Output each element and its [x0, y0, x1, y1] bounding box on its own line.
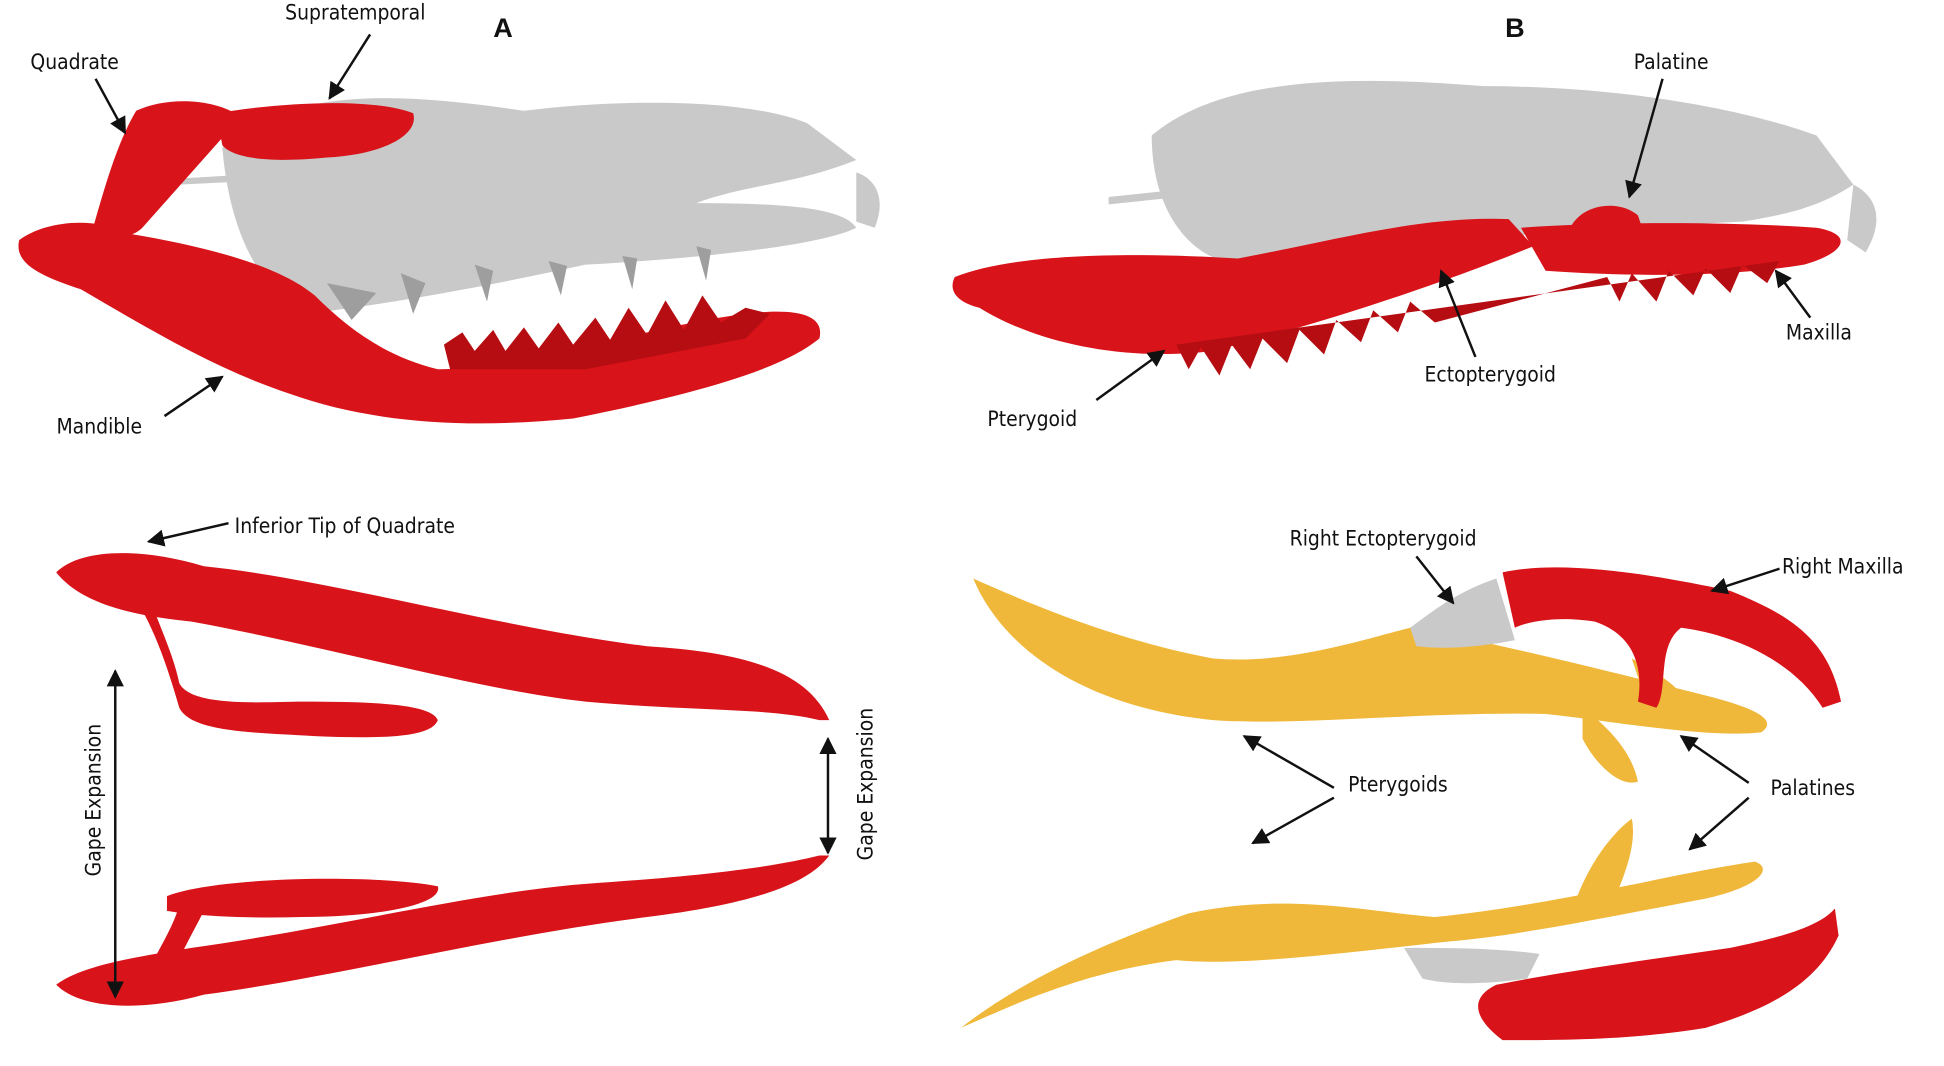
panel-a-lateral-skull: [18, 98, 880, 424]
palatine-bone: [1570, 205, 1645, 241]
label-palatine: Palatine: [1634, 50, 1709, 74]
supratemporal-bone: [216, 103, 414, 160]
arrow-quadrate: [94, 78, 127, 135]
arrow-mandible: [163, 375, 224, 418]
maxilla-bone: [1521, 223, 1841, 275]
label-ectopterygoid: Ectopterygoid: [1424, 363, 1555, 387]
arrow-ectopterygoid: [1438, 269, 1477, 358]
arrow-supratemporal: [328, 33, 372, 100]
label-right-maxilla: Right Maxilla: [1782, 555, 1904, 579]
arrow-pterygoids-upper: [1242, 735, 1335, 789]
annotations: Supratemporal Quadrate Mandible Palatine…: [30, 1, 1904, 999]
quadrate-bone: [93, 101, 241, 237]
label-gape-expansion-left: Gape Expansion: [81, 724, 105, 876]
mandible-bone: [18, 222, 821, 424]
arrow-right-ectopterygoid: [1415, 555, 1455, 605]
arrow-maxilla: [1774, 269, 1812, 319]
label-quadrate: Quadrate: [30, 50, 118, 74]
pterygoid-bone: [952, 218, 1534, 355]
panel-b-ventral-palate: [960, 567, 1842, 1041]
label-mandible: Mandible: [56, 414, 142, 438]
label-palatines: Palatines: [1770, 776, 1855, 800]
arrow-palatines-lower: [1688, 796, 1750, 851]
label-right-ectopterygoid: Right Ectopterygoid: [1290, 526, 1477, 550]
label-maxilla: Maxilla: [1786, 321, 1852, 345]
panel-a-ventral-jaws: [56, 553, 830, 1006]
arrow-pterygoid: [1095, 349, 1166, 402]
arrow-palatines-upper: [1679, 735, 1750, 784]
label-pterygoid: Pterygoid: [987, 407, 1077, 431]
label-pterygoids: Pterygoids: [1348, 772, 1448, 796]
label-supratemporal: Supratemporal: [285, 1, 425, 25]
label-gape-expansion-right: Gape Expansion: [853, 708, 877, 860]
label-inferior-tip-of-quadrate: Inferior Tip of Quadrate: [235, 514, 455, 538]
arrow-right-maxilla: [1710, 567, 1780, 595]
arrow-palatine: [1625, 78, 1664, 199]
panel-label-a: A: [493, 12, 513, 43]
panel-label-b: B: [1505, 12, 1525, 43]
arrow-inferior-tip: [146, 521, 229, 547]
panel-b-lateral-skull: [952, 80, 1877, 376]
arrow-pterygoids-lower: [1251, 796, 1335, 845]
